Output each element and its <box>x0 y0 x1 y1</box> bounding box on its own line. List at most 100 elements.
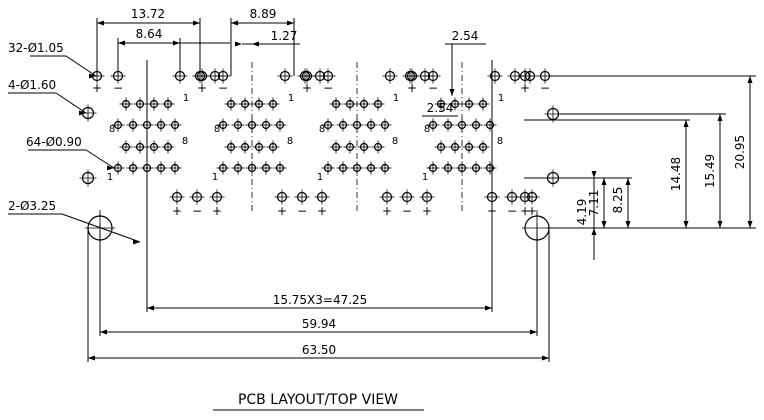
pin-eight-label: 8 <box>319 124 325 135</box>
signal-hole <box>126 161 140 175</box>
led-hole <box>299 68 315 84</box>
dim-8-89: 8.89 <box>250 7 277 21</box>
led-hole <box>425 68 441 84</box>
plus-mark: + <box>382 204 392 218</box>
signal-hole <box>336 118 350 132</box>
plus-mark: + <box>407 81 417 95</box>
arrow <box>147 305 154 311</box>
dim-pitch: 15.75X3=47.25 <box>273 293 368 307</box>
signal-hole <box>140 118 154 132</box>
pin-one-label: 1 <box>498 93 504 104</box>
signal-hole <box>336 161 350 175</box>
arrow <box>591 171 597 178</box>
dim-8-25: 8.25 <box>611 187 625 214</box>
plus-mark: + <box>302 81 312 95</box>
signal-hole <box>364 161 378 175</box>
signal-hole <box>469 161 483 175</box>
signal-hole <box>147 140 161 154</box>
arrow <box>601 178 607 185</box>
dim-4-19: 4.19 <box>575 199 589 226</box>
pin-eight-label: 8 <box>182 136 188 147</box>
signal-hole <box>238 97 252 111</box>
plus-mark: + <box>487 204 497 218</box>
plus-mark: + <box>422 204 432 218</box>
signal-hole <box>111 118 125 132</box>
signal-hole <box>161 97 175 111</box>
plus-mark: + <box>520 81 530 95</box>
signal-hole <box>133 97 147 111</box>
minus-mark: − <box>540 81 550 95</box>
mount-hole-3-25 <box>85 213 115 243</box>
pin-eight-label: 8 <box>287 136 293 147</box>
minus-mark: − <box>428 81 438 95</box>
dimension-texts: 13.72 8.64 8.89 1.27 2.54 2.54 20.95 15.… <box>8 7 747 411</box>
signal-hole <box>252 140 266 154</box>
hole-label-0-90: 64-Ø0.90 <box>26 135 82 149</box>
plus-mark: + <box>92 81 102 95</box>
arrow <box>747 221 753 228</box>
signal-hole <box>321 118 335 132</box>
arrow <box>601 221 607 228</box>
signal-hole <box>357 97 371 111</box>
signal-hole <box>378 118 392 132</box>
arrow <box>542 355 549 361</box>
signal-hole <box>154 161 168 175</box>
signal-hole <box>259 118 273 132</box>
signal-hole <box>273 161 287 175</box>
led-hole <box>487 68 503 84</box>
minus-mark: − <box>507 204 517 218</box>
signal-hole <box>364 118 378 132</box>
signal-hole <box>483 118 497 132</box>
pin-one-label: 1 <box>422 172 428 183</box>
drawing-title: PCB LAYOUT/TOP VIEW <box>238 392 398 408</box>
led-hole <box>537 68 553 84</box>
signal-hole <box>147 97 161 111</box>
signal-hole <box>455 161 469 175</box>
dimension-lines <box>8 18 756 362</box>
led-hole <box>110 68 126 84</box>
led-hole <box>172 68 188 84</box>
signal-hole <box>357 140 371 154</box>
plus-mark: + <box>212 204 222 218</box>
signal-hole <box>216 118 230 132</box>
plus-mark: + <box>527 204 537 218</box>
arrow <box>97 20 104 26</box>
hole-label-3-25: 2-Ø3.25 <box>8 199 56 213</box>
pin-one-label: 1 <box>107 172 113 183</box>
dim-8-64: 8.64 <box>136 27 163 41</box>
pin-one-label: 1 <box>212 172 218 183</box>
led-hole <box>517 68 533 84</box>
led-hole <box>194 68 210 84</box>
arrow <box>591 228 597 235</box>
minus-mark: − <box>297 204 307 218</box>
signal-hole <box>245 118 259 132</box>
hole-label-1-05: 32-Ø1.05 <box>8 41 64 55</box>
signal-hole <box>476 140 490 154</box>
led-hole-bottom <box>169 189 185 205</box>
arrow <box>485 305 492 311</box>
signal-hole <box>448 140 462 154</box>
dim-2-54-top: 2.54 <box>452 29 479 43</box>
pin-eight-label: 8 <box>424 124 430 135</box>
signal-hole <box>252 97 266 111</box>
signal-hole <box>119 97 133 111</box>
signal-hole <box>238 140 252 154</box>
signal-hole <box>140 161 154 175</box>
arrow <box>530 329 537 335</box>
minus-mark: − <box>323 81 333 95</box>
mount-hole-1-60 <box>544 105 562 123</box>
signal-hole <box>469 118 483 132</box>
mount-hole-3-25 <box>522 213 552 243</box>
signal-hole <box>343 140 357 154</box>
plus-mark: + <box>520 204 530 218</box>
dim-2-54-lower: 2.54 <box>427 101 454 115</box>
signal-hole <box>434 140 448 154</box>
mount-hole-1-60 <box>79 169 97 187</box>
arrow <box>193 20 200 26</box>
signal-hole <box>455 118 469 132</box>
led-hole <box>320 68 336 84</box>
signal-hole <box>350 118 364 132</box>
signal-hole <box>273 118 287 132</box>
arrow <box>449 89 455 96</box>
pin-eight-label: 8 <box>109 124 115 135</box>
